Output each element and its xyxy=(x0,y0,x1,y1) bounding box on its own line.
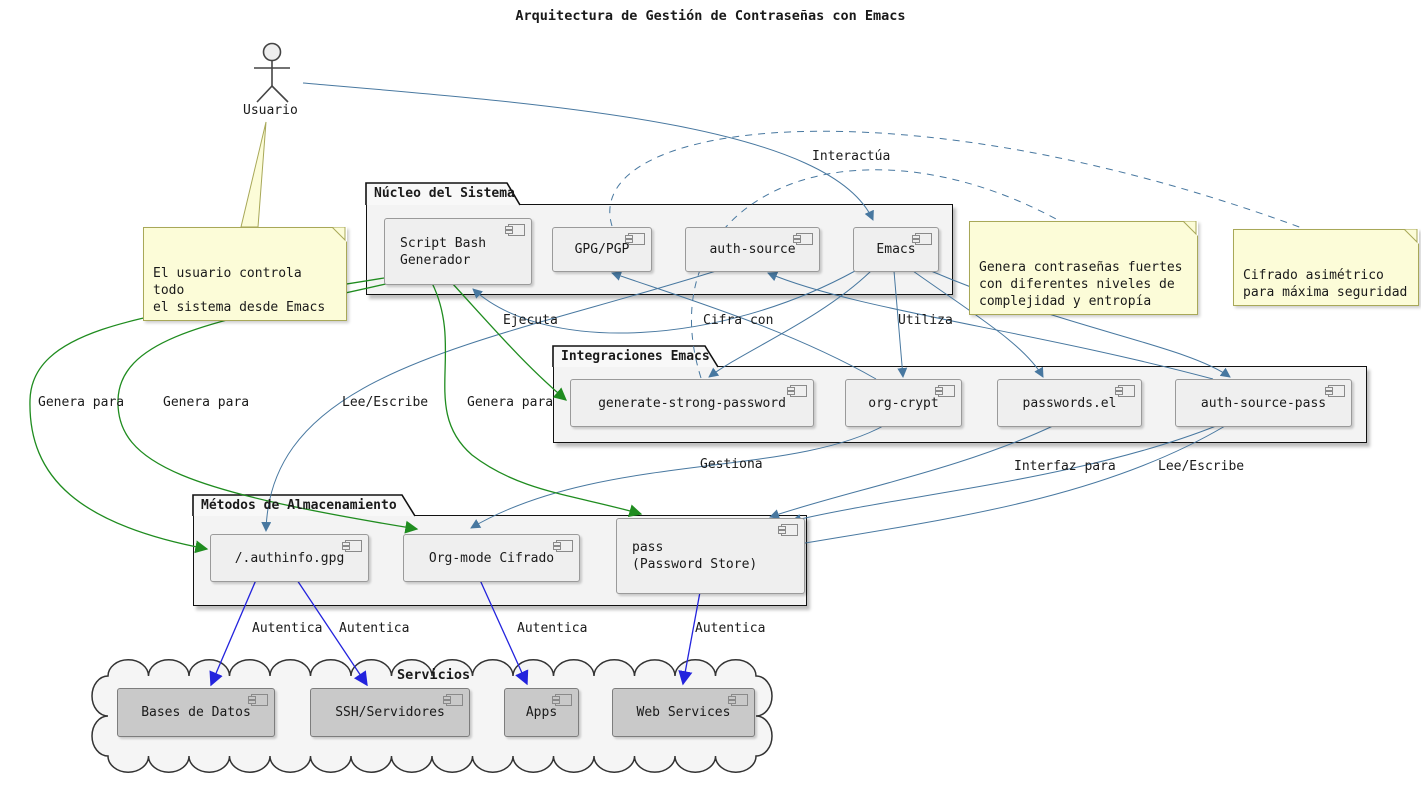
edge-authinfo-bases xyxy=(209,579,257,687)
component-icon xyxy=(793,233,813,245)
edge-passwordsel-pass xyxy=(769,424,1056,519)
component-icon xyxy=(553,540,573,552)
edge-label-genera-para-3: Genera para xyxy=(467,395,554,410)
component-icon xyxy=(728,694,748,706)
component-bases-de-datos: Bases de Datos xyxy=(117,688,275,737)
component-icon xyxy=(505,224,525,236)
note-link-fuertes xyxy=(690,169,1059,379)
tab-nucleo xyxy=(365,182,521,206)
component-ssh-servidores: SSH/Servidores xyxy=(310,688,470,737)
note-link-cifrado xyxy=(609,130,1303,229)
component-org-mode-cifrado: Org-mode Cifrado xyxy=(403,534,580,582)
edge-scriptbash-gsp xyxy=(451,282,567,401)
component-icon xyxy=(787,385,807,397)
edge-label-cifra-con: Cifra con xyxy=(703,313,774,328)
edge-orgcrypt-gpg xyxy=(611,271,877,380)
edge-orgcrypt-orgmode xyxy=(470,424,886,529)
note-fold-icon xyxy=(332,227,347,242)
component-apps: Apps xyxy=(504,688,579,737)
edge-label-autentica-3: Autentica xyxy=(517,621,588,636)
component-generate-strong-password: generate-strong-password xyxy=(570,379,814,427)
actor-label: Usuario xyxy=(243,103,298,118)
component-icon xyxy=(778,524,798,536)
note-genera-contrasenas: Genera contraseñas fuertes con diferente… xyxy=(969,221,1198,315)
component-icon xyxy=(248,694,268,706)
edge-asp-pass-2 xyxy=(793,425,1226,549)
edge-usuario-emacs xyxy=(302,82,874,221)
edge-scriptbash-pass xyxy=(431,282,643,518)
component-icon xyxy=(1115,385,1135,397)
component-icon xyxy=(912,233,932,245)
edge-label-genera-para-1: Genera para xyxy=(38,395,125,410)
component-script-bash-generador: Script Bash Generador xyxy=(384,218,532,285)
edge-label-ejecuta: Ejecuta xyxy=(503,313,558,328)
edge-label-gestiona: Gestiona xyxy=(700,457,763,472)
component-emacs: Emacs xyxy=(853,227,939,272)
tab-integraciones xyxy=(552,345,719,368)
component-icon xyxy=(342,540,362,552)
edge-emacs-orgcrypt xyxy=(893,270,908,378)
edge-asp-pass-1 xyxy=(791,425,1217,524)
component-icon xyxy=(552,694,572,706)
diagram-title: Arquitectura de Gestión de Contraseñas c… xyxy=(515,8,906,24)
edge-label-utiliza: Utiliza xyxy=(898,313,953,328)
component-icon xyxy=(935,385,955,397)
component-authinfo-gpg: /.authinfo.gpg xyxy=(210,534,369,582)
edge-pass-web xyxy=(678,591,701,686)
edge-label-autentica-2: Autentica xyxy=(339,621,410,636)
edge-label-autentica-1: Autentica xyxy=(252,621,323,636)
edge-label-lee-escribe-2: Lee/Escribe xyxy=(1158,459,1245,474)
component-web-services: Web Services xyxy=(612,688,755,737)
note-fold-icon xyxy=(1404,229,1419,244)
component-icon xyxy=(1325,385,1345,397)
component-gpg-pgp: GPG/PGP xyxy=(552,227,652,272)
edge-orgmode-apps xyxy=(479,579,529,686)
component-pass-password-store: pass (Password Store) xyxy=(616,518,805,594)
edge-emacs-passwordsel xyxy=(912,270,1044,378)
edge-authsource-authinfo xyxy=(261,270,717,532)
component-auth-source-pass: auth-source-pass xyxy=(1175,379,1352,427)
edge-authinfo-ssh xyxy=(296,579,368,687)
package-label-metodos: Métodos de Almacenamiento xyxy=(201,498,397,513)
edge-label-interfaz-para: Interfaz para xyxy=(1014,459,1116,474)
note-fold-icon xyxy=(1183,221,1198,236)
actor-usuario xyxy=(254,42,290,103)
edge-label-lee-escribe-1: Lee/Escribe xyxy=(342,395,429,410)
component-org-crypt: org-crypt xyxy=(845,379,962,427)
edge-asp-authsource xyxy=(767,271,1214,380)
component-icon xyxy=(443,694,463,706)
package-label-nucleo: Núcleo del Sistema xyxy=(374,186,515,201)
tab-metodos xyxy=(192,494,416,517)
edge-label-genera-para-2: Genera para xyxy=(163,395,250,410)
component-icon xyxy=(625,233,645,245)
edge-emacs-scriptbash xyxy=(472,270,856,334)
cloud-label: Servicios xyxy=(397,667,471,683)
note-link-usuario xyxy=(240,121,267,228)
edge-label-interactua: Interactúa xyxy=(812,149,891,164)
component-auth-source: auth-source xyxy=(685,227,820,272)
edge-emacs-gsp xyxy=(708,270,872,378)
component-passwords-el: passwords.el xyxy=(997,379,1142,427)
note-usuario-controla: El usuario controla todo el sistema desd… xyxy=(143,227,347,321)
note-cifrado-asimetrico: Cifrado asimétrico para máxima seguridad xyxy=(1233,229,1419,306)
edge-label-autentica-4: Autentica xyxy=(695,621,766,636)
package-label-integraciones: Integraciones Emacs xyxy=(561,349,710,364)
